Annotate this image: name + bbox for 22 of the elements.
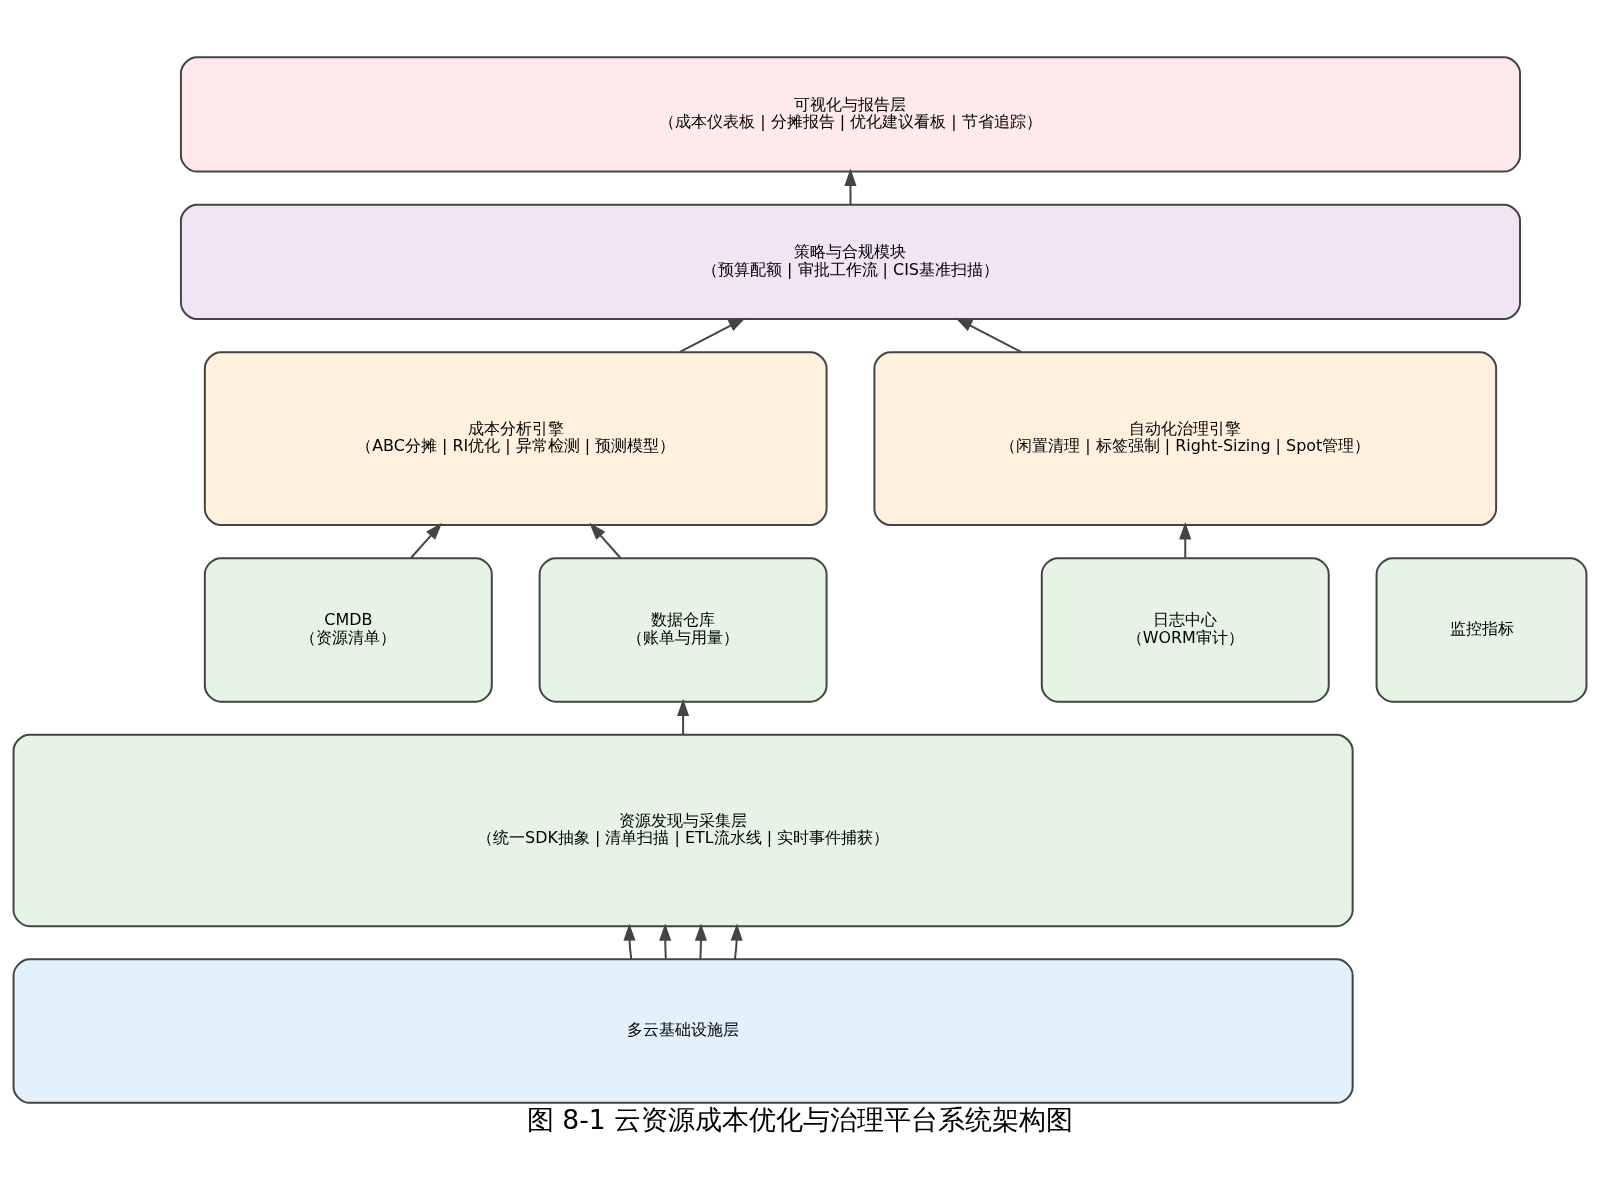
caption: 图 8-1 云资源成本优化与治理平台系统架构图: [526, 1104, 1074, 1136]
arrow: [623, 923, 636, 960]
node-box: 监控指标: [1375, 557, 1588, 703]
node-box: 成本分析引擎 （ABC分摊 | RI优化 | 异常检测 | 预测模型）: [203, 351, 828, 526]
arrow: [844, 168, 857, 206]
arrow: [678, 317, 746, 354]
arrow: [677, 698, 690, 736]
node-box: CMDB （资源清单）: [203, 557, 493, 703]
node-box: 可视化与报告层 （成本仪表板 | 分摊报告 | 优化建议看板 | 节省追踪）: [179, 56, 1522, 173]
node-box: 资源发现与采集层 （统一SDK抽象 | 清单扫描 | ETL流水线 | 实时事件捕获）: [12, 733, 1354, 928]
node-box: 自动化治理引擎 （闲置清理 | 标签强制 | Right-Sizing | Spot管理）: [873, 351, 1498, 526]
arrow: [730, 923, 743, 960]
node-box: 多云基础设施层: [12, 958, 1354, 1104]
arrow: [1179, 522, 1192, 559]
node-box: 数据仓库 （账单与用量）: [538, 557, 828, 703]
arrow: [659, 923, 672, 960]
node-box: 日志中心 （WORM审计）: [1040, 557, 1330, 703]
arrow: [410, 522, 443, 559]
arrow: [955, 317, 1023, 354]
arrow: [694, 923, 707, 960]
arrow: [589, 522, 622, 559]
node-box: 策略与合规模块 （预算配额 | 审批工作流 | CIS基准扫描）: [179, 203, 1522, 321]
